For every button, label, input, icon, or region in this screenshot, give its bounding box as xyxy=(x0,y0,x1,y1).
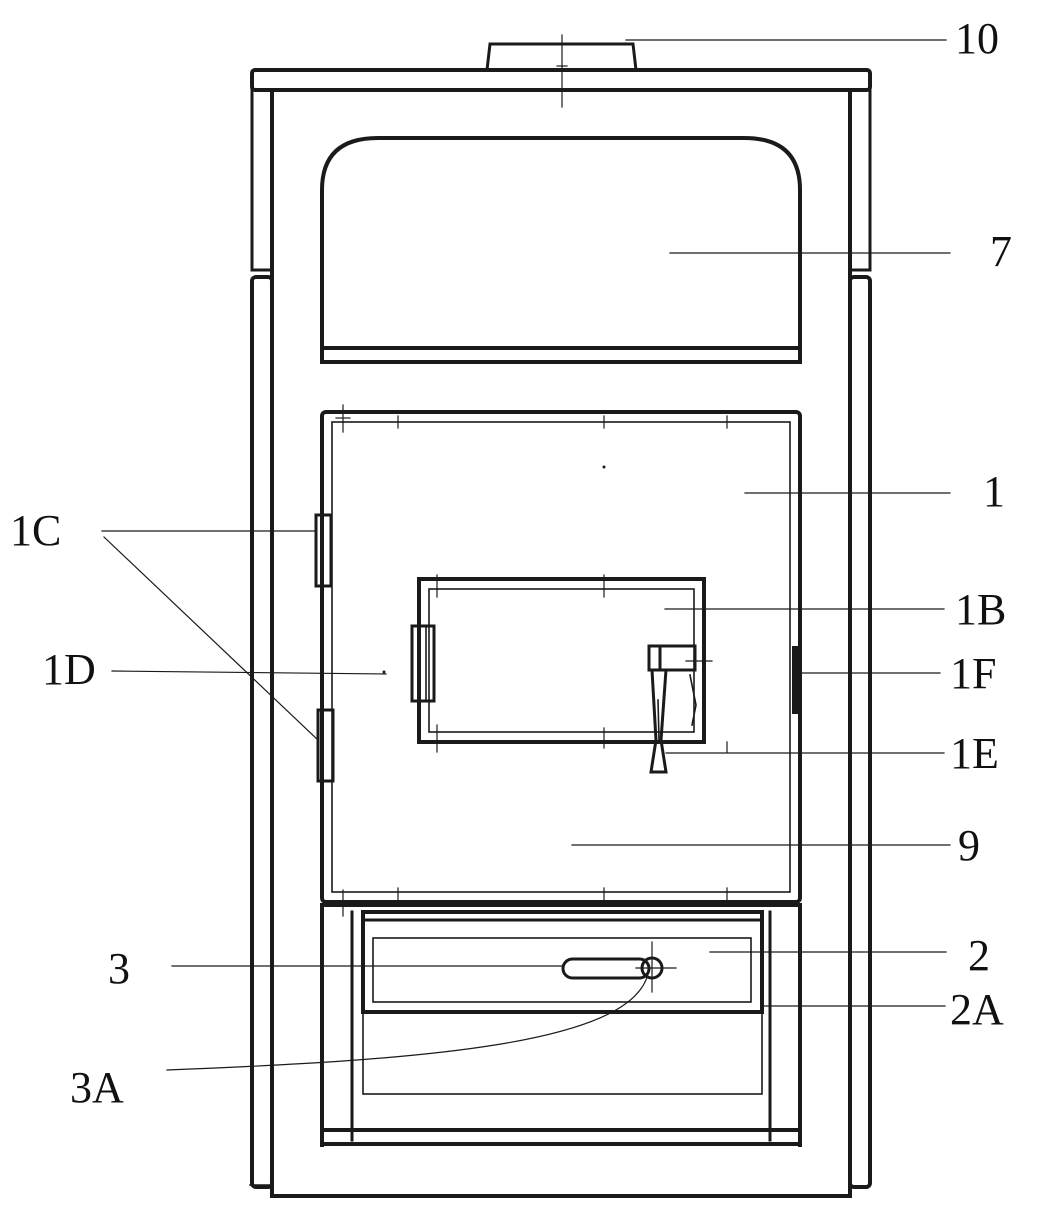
label-7: 7 xyxy=(990,227,1012,276)
label-1b: 1B xyxy=(955,585,1006,634)
latch-catch xyxy=(792,646,799,714)
reference-labels: 10 7 1 1C 1B 1D 1F 1E 9 2 3 2A 3A xyxy=(10,14,1012,1112)
top-window-panel xyxy=(320,136,802,364)
ash-drawer xyxy=(320,903,802,1147)
air-control-knob xyxy=(635,941,677,993)
label-9: 9 xyxy=(958,821,980,870)
label-1d: 1D xyxy=(42,645,96,694)
stove-body xyxy=(249,68,872,1198)
label-3: 3 xyxy=(108,944,130,993)
label-2: 2 xyxy=(968,931,990,980)
door-hinge-lower xyxy=(316,708,335,783)
label-1e: 1E xyxy=(950,729,999,778)
leader-lines xyxy=(101,39,951,1071)
label-1f: 1F xyxy=(950,649,996,698)
label-10: 10 xyxy=(955,14,999,63)
door-hinge-upper xyxy=(314,513,333,588)
main-door xyxy=(320,404,802,917)
label-1: 1 xyxy=(983,467,1005,516)
door-latch-handle xyxy=(647,644,713,774)
label-1c: 1C xyxy=(10,506,61,555)
inner-window-hinge xyxy=(382,624,436,703)
label-2a: 2A xyxy=(950,985,1004,1034)
label-3a: 3A xyxy=(70,1063,124,1112)
